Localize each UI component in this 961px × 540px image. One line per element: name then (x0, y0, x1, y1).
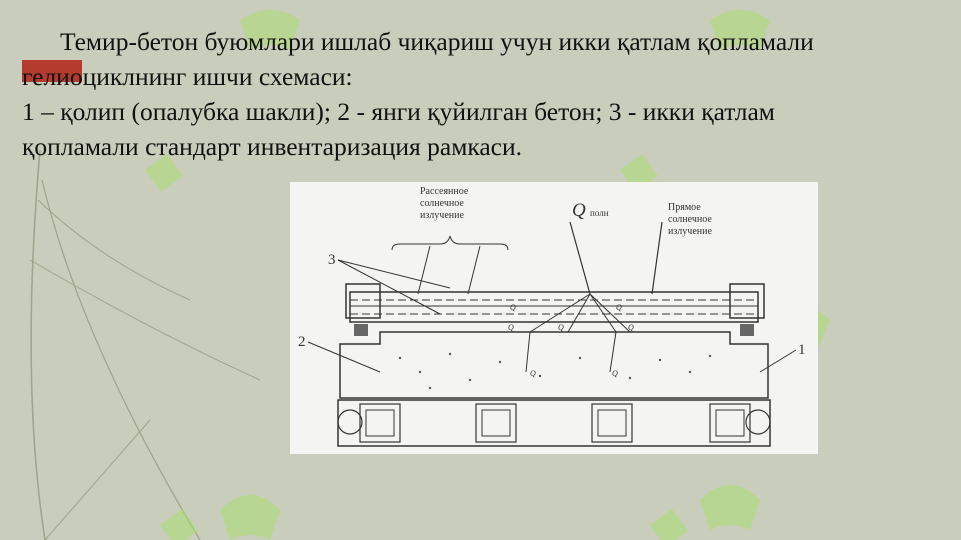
svg-text:Прямое: Прямое (668, 202, 701, 213)
svg-text:излучение: излучение (420, 210, 464, 221)
accent-bar (22, 60, 82, 82)
label-direct-radiation: Прямое солнечное излучение (668, 202, 712, 237)
q-label-d: Q (558, 323, 564, 332)
title-line-1: Темир-бетон буюмлари ишлаб чиқариш учун … (60, 27, 814, 56)
q-label-f: Q (530, 369, 536, 378)
title-line-4: қопламали стандарт инвентаризация рамкас… (22, 132, 523, 161)
svg-text:солнечное: солнечное (668, 214, 712, 225)
label-num-2: 2 (298, 334, 306, 350)
svg-text:Рассеянное: Рассеянное (420, 186, 469, 197)
q-label-a: Q (510, 303, 516, 312)
svg-text:излучение: излучение (668, 226, 712, 237)
label-num-3: 3 (328, 252, 336, 268)
title-line-2: гелиоциклнинг ишчи схемаси: (22, 62, 353, 91)
label-q-total-sub: полн (590, 208, 609, 218)
q-label-g: Q (612, 369, 618, 378)
solar-mold-diagram: Рассеянное солнечное излучение Q полн Пр… (290, 182, 818, 454)
q-label-c: Q (508, 323, 514, 332)
label-scattered-radiation: Рассеянное солнечное излучение (420, 186, 469, 221)
label-num-1: 1 (798, 342, 806, 358)
svg-text:солнечное: солнечное (420, 198, 464, 209)
title-line-3: 1 – қолип (опалубка шакли); 2 - янги қуй… (22, 97, 775, 126)
slide-title: Темир-бетон буюмлари ишлаб чиқариш учун … (22, 24, 942, 164)
q-label-e: Q (628, 323, 634, 332)
label-q-total: Q (572, 200, 586, 221)
q-label-b: Q (616, 303, 622, 312)
